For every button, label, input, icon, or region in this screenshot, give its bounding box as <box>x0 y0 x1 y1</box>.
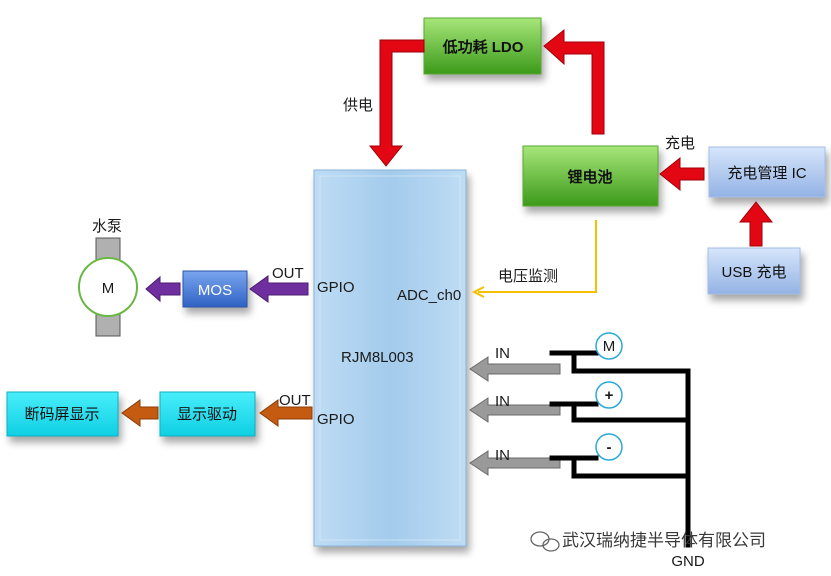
gpio-to-mos-arrow <box>249 275 309 303</box>
button-m-symbol: M <box>603 338 616 355</box>
segment-display-label: 断码屏显示 <box>24 406 99 423</box>
gnd-label: GND <box>671 553 705 570</box>
pump-motor-symbol: M <box>102 280 115 297</box>
wechat-icon <box>530 531 560 552</box>
display-driver-block <box>159 391 256 437</box>
mos-to-pump-arrow <box>145 275 181 303</box>
supply-label: 供电 <box>343 97 373 114</box>
voltage-monitor-line <box>471 220 597 298</box>
in-label-1: IN <box>495 345 510 362</box>
display-driver-label: 显示驱动 <box>177 406 237 423</box>
watermark-text: 武汉瑞纳捷半导体有限公司 <box>562 531 766 550</box>
in-arrow-3 <box>469 450 561 476</box>
in-arrow-1 <box>469 356 561 382</box>
ldo-block <box>423 17 542 75</box>
button-wiring <box>549 350 691 548</box>
usb-label: USB 充电 <box>721 264 786 281</box>
pump-motor-icon <box>78 237 138 337</box>
button-minus <box>595 433 623 461</box>
gpio-to-driver-arrow <box>259 399 313 427</box>
battery-to-ldo-arrow <box>543 28 605 135</box>
charge-label: 充电 <box>665 135 695 152</box>
pump-title: 水泵 <box>92 218 122 235</box>
battery-label: 锂电池 <box>567 168 612 186</box>
in-label-2: IN <box>495 393 510 410</box>
charge-ic-block <box>708 146 826 198</box>
driver-to-display-arrow <box>121 399 159 427</box>
out-top-label: OUT <box>272 265 304 282</box>
button-plus <box>595 381 623 409</box>
mos-label: MOS <box>198 282 232 299</box>
ldo-label: 低功耗 LDO <box>442 38 524 56</box>
voltage-monitor-label: 电压监测 <box>498 268 558 285</box>
button-plus-symbol: + <box>605 387 614 404</box>
charge-ic-label: 充电管理 IC <box>727 165 806 182</box>
in-arrow-2 <box>469 397 561 423</box>
usb-block <box>707 247 801 295</box>
gpio-bottom-label: GPIO <box>317 411 355 428</box>
battery-block <box>522 145 659 207</box>
adc-pin-label: ADC_ch0 <box>397 287 461 304</box>
button-m <box>595 332 623 360</box>
button-minus-symbol: - <box>607 439 612 456</box>
mcu-block <box>313 169 467 547</box>
in-label-3: IN <box>495 447 510 464</box>
usb-to-charge-arrow <box>738 201 774 247</box>
segment-display-block <box>6 391 119 437</box>
gpio-top-label: GPIO <box>317 279 355 296</box>
out-bottom-label: OUT <box>279 392 311 409</box>
mcu-label: RJM8L003 <box>341 349 414 366</box>
mos-block <box>182 270 248 308</box>
supply-arrow <box>368 39 425 167</box>
charge-arrow <box>659 156 705 192</box>
